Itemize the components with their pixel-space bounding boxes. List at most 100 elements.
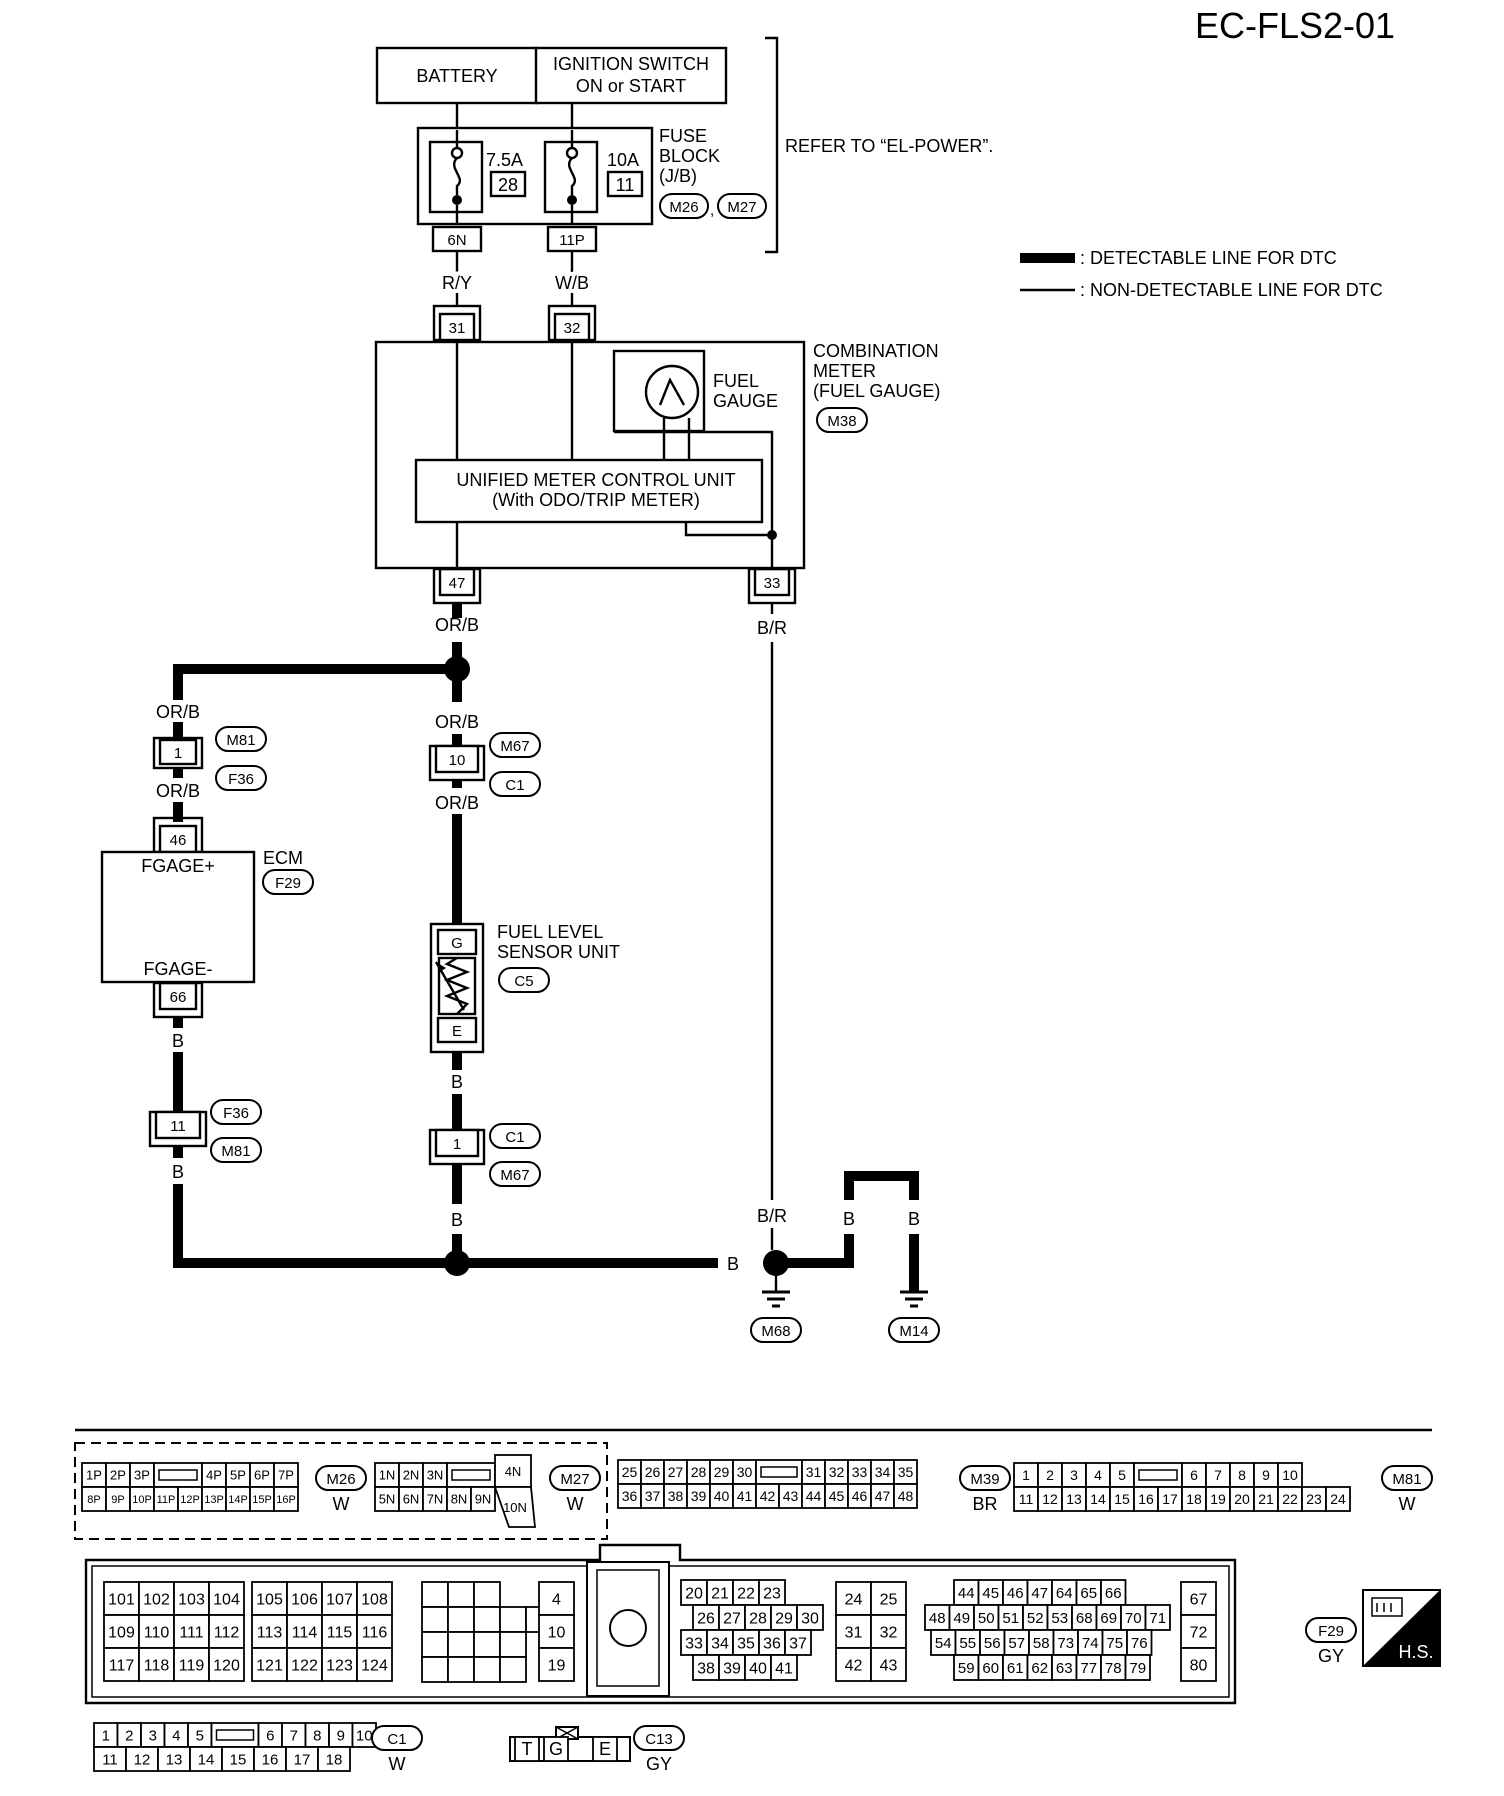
m26-pin-13P: 13P — [201, 1486, 227, 1512]
c1-pin-18: 18 — [317, 1746, 351, 1772]
svg-text:39: 39 — [723, 1660, 741, 1677]
ecm-fgage-plus: FGAGE+ — [141, 856, 215, 876]
svg-text:BR: BR — [972, 1494, 997, 1514]
meter-label-1: COMBINATION — [813, 341, 939, 361]
fuse-terminal-6n: 6N — [447, 232, 466, 249]
svg-text:46: 46 — [852, 1488, 868, 1504]
svg-text:34: 34 — [711, 1635, 729, 1652]
svg-text:120: 120 — [213, 1657, 240, 1674]
page-code: EC-FLS2-01 — [1195, 5, 1395, 46]
f29-pin-120: 120 — [208, 1647, 245, 1682]
svg-text:41: 41 — [775, 1660, 793, 1677]
f29-pin-7: 7 — [473, 0, 501, 1633]
f29-view-color-label: GY — [1318, 1646, 1344, 1666]
svg-text:112: 112 — [214, 1624, 240, 1641]
wire-color-b-2: B — [172, 1162, 184, 1182]
svg-text:5: 5 — [431, 0, 440, 4]
svg-text:60: 60 — [982, 1660, 999, 1677]
svg-text:GY: GY — [646, 1754, 672, 1774]
f29-pin-40: 40 — [744, 1654, 772, 1681]
f29-pin-35: 35 — [732, 1629, 760, 1656]
m39-pin-26: 26 — [640, 1459, 665, 1485]
m27-pin-4N: 4N — [505, 1464, 522, 1479]
svg-text:40: 40 — [714, 1488, 730, 1504]
m26-pin-7P: 7P — [273, 1462, 299, 1488]
c1-pin-17: 17 — [285, 1746, 319, 1772]
f29-pin-30: 30 — [796, 1604, 824, 1631]
svg-text:52: 52 — [1027, 1610, 1044, 1627]
f29-pin-119: 119 — [173, 1647, 210, 1682]
svg-text:10: 10 — [1282, 1467, 1298, 1483]
svg-text:8: 8 — [313, 1727, 321, 1744]
svg-text:23: 23 — [1306, 1491, 1322, 1507]
c1-pin-1: 1 — [93, 1722, 119, 1748]
svg-text:23: 23 — [763, 1585, 781, 1602]
combination-meter-box — [374, 340, 806, 570]
m26-pin-5P: 5P — [225, 1462, 251, 1488]
c1-pin-10: 10 — [351, 1722, 377, 1748]
svg-text:15: 15 — [1114, 1491, 1130, 1507]
f29-pin-104: 104 — [208, 1581, 245, 1616]
f29-pin-115: 115 — [321, 1614, 358, 1649]
svg-text:79: 79 — [1129, 1660, 1146, 1677]
ecm-fgage-minus: FGAGE- — [143, 959, 212, 979]
c13-pin-T: T — [522, 1739, 533, 1759]
svg-text:26: 26 — [697, 1610, 715, 1627]
wire-color-or-b-3: OR/B — [156, 781, 200, 801]
refer-text: REFER TO “EL-POWER”. — [785, 136, 993, 156]
svg-text:53: 53 — [1051, 1610, 1068, 1627]
svg-text:105: 105 — [256, 1591, 283, 1608]
m39-pin-41: 41 — [732, 1483, 757, 1509]
svg-text:50: 50 — [978, 1610, 995, 1627]
c1-view-tag: C1W — [371, 1725, 423, 1774]
m81-pin-10: 10 — [1277, 1462, 1303, 1488]
fuse2-number: 11 — [616, 175, 635, 195]
m27-pin-blank — [446, 1462, 496, 1488]
svg-text:30: 30 — [801, 1610, 819, 1627]
svg-text:16: 16 — [262, 1751, 279, 1768]
m39-pin-27: 27 — [663, 1459, 688, 1485]
m27-pin-3N: 3N — [422, 1462, 448, 1488]
svg-text:16: 16 — [1138, 1491, 1154, 1507]
m26-pin-3P: 3P — [129, 1462, 155, 1488]
m27-pin-2N: 2N — [398, 1462, 424, 1488]
fuse-block-connector-m26: M26 — [669, 199, 698, 216]
svg-text:2P: 2P — [110, 1468, 126, 1483]
f29-pin-25: 25 — [870, 1581, 907, 1616]
svg-text:62: 62 — [1031, 1660, 1048, 1677]
svg-text:3: 3 — [483, 0, 492, 4]
svg-text:14: 14 — [1090, 1491, 1106, 1507]
svg-text:14P: 14P — [228, 1494, 248, 1506]
f29-pin-11: 11 — [421, 0, 449, 1658]
svg-text:44: 44 — [806, 1488, 822, 1504]
wire-color-b-1: B — [172, 1031, 184, 1051]
svg-text:29: 29 — [775, 1610, 793, 1627]
svg-text:37: 37 — [789, 1635, 807, 1652]
svg-text:21: 21 — [711, 1585, 729, 1602]
svg-text:W: W — [567, 1494, 584, 1514]
f29-pin-59: 59 — [953, 1654, 980, 1681]
m39-pin-25: 25 — [617, 1459, 642, 1485]
svg-text:10: 10 — [548, 1624, 566, 1641]
m27-pin-7N: 7N — [422, 1486, 448, 1512]
ignition-label-2: ON or START — [576, 76, 686, 96]
ground-m68-label: M68 — [761, 1323, 790, 1340]
svg-text:W: W — [333, 1494, 350, 1514]
connector-f36-top: F36 — [228, 771, 254, 788]
pin-11-f36: 11 — [170, 1118, 186, 1135]
f29-pin-50: 50 — [973, 1604, 1000, 1631]
hs-label: H.S. — [1398, 1642, 1433, 1662]
svg-text:10P: 10P — [132, 1494, 152, 1506]
ecm-connector: F29 — [275, 875, 301, 892]
m81-pin-8: 8 — [1229, 1462, 1255, 1488]
m81-pin-4: 4 — [1085, 1462, 1111, 1488]
m81-pin-19: 19 — [1205, 1486, 1231, 1512]
f29-pin-53: 53 — [1046, 1604, 1073, 1631]
svg-text:9: 9 — [337, 1727, 345, 1744]
f29-pin-75: 75 — [1101, 1629, 1128, 1656]
connector-m81-bottom: M81 — [221, 1143, 250, 1160]
m39-pin-48: 48 — [893, 1483, 918, 1509]
svg-text:R/Y: R/Y — [442, 273, 472, 293]
wire-color-b-5: B — [727, 1254, 739, 1274]
svg-text:17: 17 — [1162, 1491, 1178, 1507]
